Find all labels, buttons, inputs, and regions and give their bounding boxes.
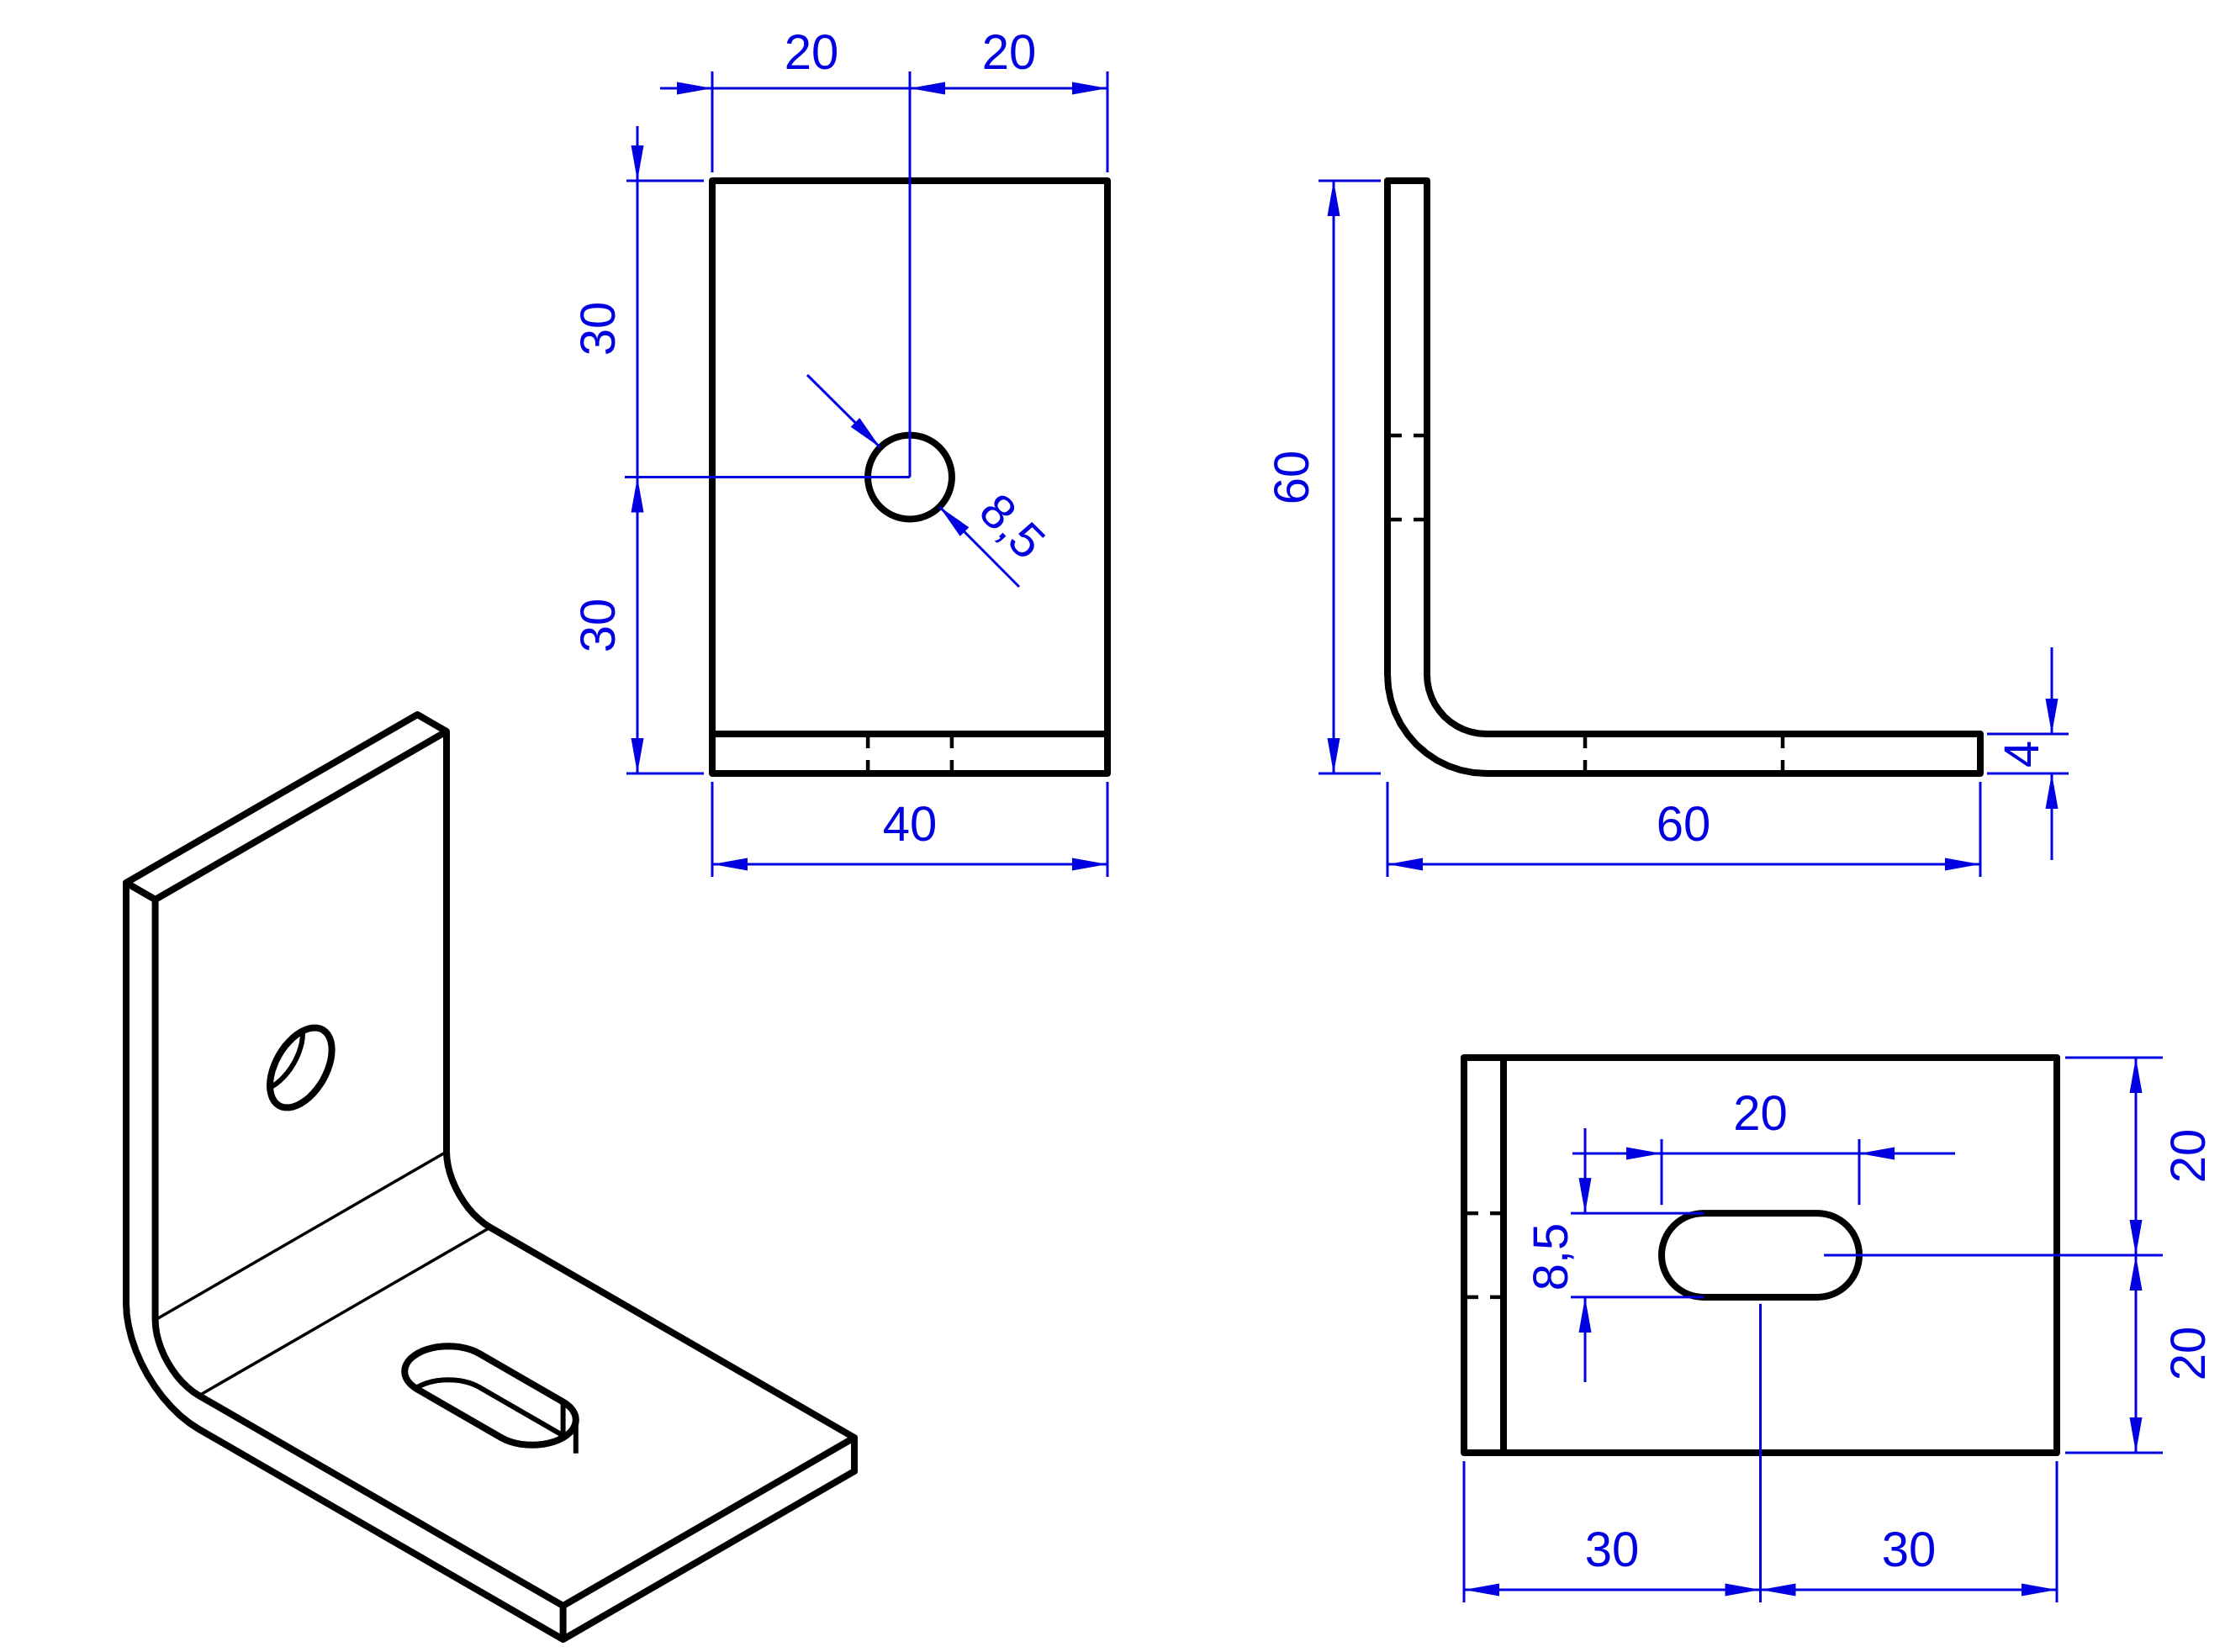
dimension-arrow bbox=[631, 477, 644, 513]
dim-side-height-label: 60 bbox=[1265, 451, 1319, 505]
dimension-arrow bbox=[1327, 181, 1340, 216]
dimension-arrow bbox=[1859, 1147, 1895, 1160]
dimension-arrow bbox=[1464, 1583, 1499, 1597]
dim-side-thickness-label: 4 bbox=[1995, 741, 2049, 768]
dimension-arrow bbox=[1578, 1296, 1592, 1333]
dimension-arrow bbox=[2129, 1058, 2143, 1093]
dimension-arrow bbox=[2129, 1417, 2143, 1453]
dimension-arrow bbox=[631, 738, 644, 773]
side-profile-outline bbox=[1384, 177, 1984, 777]
dimension-arrow bbox=[2129, 1220, 2143, 1255]
dimension-arrow bbox=[2022, 1583, 2057, 1597]
dim-front-left-upper-label: 30 bbox=[571, 302, 626, 356]
front-plate-outline bbox=[709, 177, 1111, 777]
dimension-arrow bbox=[1387, 858, 1423, 871]
dim-front-top-left-label: 20 bbox=[785, 25, 839, 80]
dimension-arrow bbox=[939, 506, 970, 536]
top-slot-outline bbox=[1658, 1210, 1863, 1301]
dim-front-left-lower-label: 30 bbox=[571, 599, 626, 653]
dim-front-width-label: 40 bbox=[883, 797, 938, 852]
iso-end-top-edge bbox=[561, 1434, 857, 1609]
dim-top-slot-length-label: 20 bbox=[1733, 1086, 1788, 1141]
top-view: 20 8,5 20 20 30 30 bbox=[1461, 1054, 2216, 1602]
iso-fillet-tangent-base bbox=[198, 1226, 491, 1397]
dimension-arrow bbox=[2045, 773, 2059, 809]
dimension-arrow bbox=[1072, 858, 1107, 871]
dimension-arrow bbox=[1626, 1147, 1662, 1160]
dimension-arrow bbox=[1327, 738, 1340, 773]
isometric-view bbox=[123, 711, 858, 1643]
iso-near-profile bbox=[123, 879, 567, 1643]
side-view: 60 60 4 bbox=[1265, 177, 2069, 877]
dimension-arrow bbox=[1578, 1178, 1592, 1214]
dim-top-right-upper-label: 20 bbox=[2161, 1129, 2216, 1184]
dimension-arrow bbox=[850, 418, 880, 448]
front-view: 20 20 30 30 40 8,5 bbox=[571, 25, 1111, 877]
iso-hole-inner-edge bbox=[270, 1027, 305, 1094]
top-plate-outline bbox=[1461, 1054, 2060, 1456]
dim-top-bottom-right-label: 30 bbox=[1882, 1523, 1937, 1577]
dimension-arrow bbox=[677, 82, 712, 95]
dimension-arrow bbox=[1725, 1583, 1761, 1597]
dimension-arrow bbox=[2129, 1255, 2143, 1290]
dimension-arrow bbox=[712, 858, 748, 871]
iso-slot-outline bbox=[401, 1343, 579, 1449]
dim-front-hole-label: 8,5 bbox=[969, 483, 1055, 570]
dim-side-length-label: 60 bbox=[1657, 797, 1711, 852]
iso-far-edges bbox=[443, 731, 858, 1643]
dimension-arrow bbox=[1945, 858, 1980, 871]
dim-top-right-lower-label: 20 bbox=[2161, 1327, 2216, 1381]
dimension-arrow bbox=[1072, 82, 1107, 95]
dim-top-bottom-left-label: 30 bbox=[1585, 1523, 1640, 1577]
iso-fillet-tangent-upright bbox=[154, 1150, 447, 1322]
dim-top-slot-width-label: 8,5 bbox=[1524, 1223, 1578, 1291]
dimension-arrow bbox=[2045, 699, 2059, 734]
dimension-arrow bbox=[1760, 1583, 1796, 1597]
dimension-arrow bbox=[631, 145, 644, 181]
iso-upright-top-face bbox=[123, 711, 450, 903]
dim-front-top-right-label: 20 bbox=[982, 25, 1037, 80]
dimension-arrow bbox=[910, 82, 945, 95]
